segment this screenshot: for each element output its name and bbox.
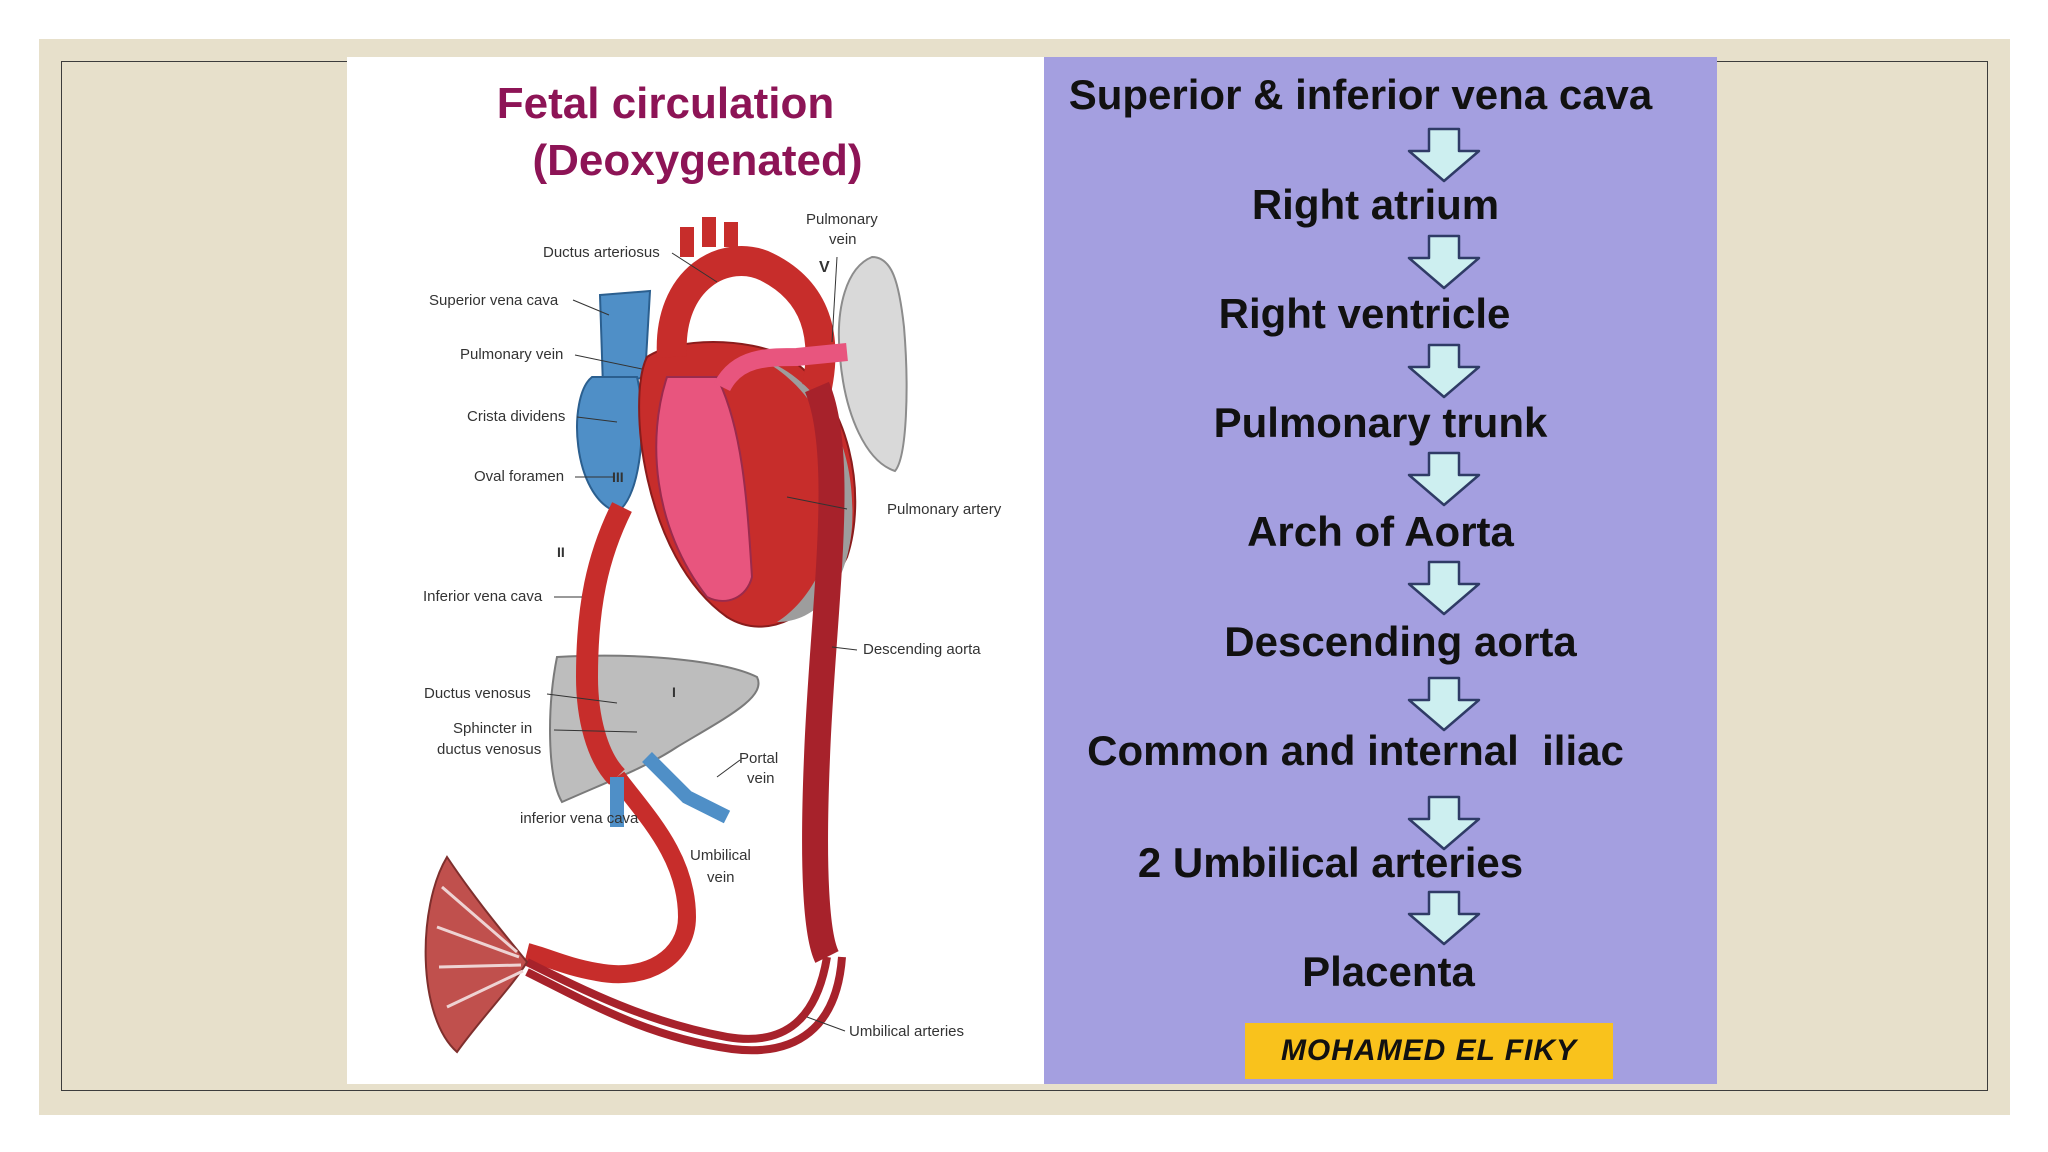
- pulmonary-trunk-vessel: [713, 343, 848, 392]
- step-right-atrium: Right atrium: [1251, 181, 1500, 228]
- label-umbilical-arteries: Umbilical arteries: [849, 1023, 964, 1040]
- label-superior-vena-cava: Superior vena cava: [429, 292, 559, 309]
- label-pulmonary-vein-top-1: Pulmonary: [806, 211, 878, 228]
- label-ductus-arteriosus: Ductus arteriosus: [543, 244, 660, 261]
- umbilical-vein-vessel: [524, 771, 697, 984]
- down-arrow-icon: [1407, 795, 1481, 851]
- circulation-illustration: Ductus arteriosus Superior vena cava Pul…: [423, 211, 1002, 1055]
- inferior-vena-cava-vessel: [575, 502, 632, 785]
- author-signature-badge: MOHAMED EL FIKY: [1245, 1023, 1613, 1079]
- label-inferior-vena-cava-lower: inferior vena cava: [520, 810, 639, 827]
- step-arch-of-aorta: Arch of Aorta: [1247, 508, 1514, 555]
- label-pulmonary-vein-left: Pulmonary vein: [460, 346, 563, 363]
- step-common-internal-iliac: Common and internal iliac: [1087, 727, 1624, 774]
- aortic-arch-vessel: [656, 246, 836, 390]
- label-roman-i: I: [672, 684, 676, 700]
- pathway-panel: Superior & inferior vena cava Right atri…: [1044, 57, 1717, 1084]
- down-arrow-icon: [1407, 234, 1481, 290]
- step-descending-aorta: Descending aorta: [1224, 618, 1577, 665]
- step-vena-cava: Superior & inferior vena cava: [1068, 71, 1653, 118]
- fetal-circulation-diagram: Fetal circulation (Deoxygenated): [347, 57, 1044, 1084]
- aortic-branches: [680, 217, 738, 257]
- diagram-title-line1: Fetal circulation: [496, 79, 835, 128]
- down-arrow-icon: [1407, 560, 1481, 616]
- descending-aorta-vessel: [802, 381, 845, 963]
- label-umbilical-vein-2: vein: [707, 869, 735, 886]
- down-arrow-icon: [1407, 451, 1481, 507]
- diagram-title-line2: (Deoxygenated): [532, 136, 863, 185]
- label-roman-iii: III: [612, 469, 624, 485]
- label-roman-v: V: [819, 259, 830, 276]
- lung-shape: [837, 255, 908, 473]
- right-atrium-shape: [576, 376, 643, 514]
- label-portal-vein-1: Portal: [739, 750, 778, 767]
- label-pulmonary-vein-top-2: vein: [829, 231, 857, 248]
- umbilical-arteries-vessel: [525, 956, 831, 1043]
- down-arrow-icon: [1407, 127, 1481, 183]
- step-placenta: Placenta: [1302, 948, 1475, 995]
- label-inferior-vena-cava: Inferior vena cava: [423, 588, 543, 605]
- label-oval-foramen: Oval foramen: [474, 468, 564, 485]
- label-umbilical-vein-1: Umbilical: [690, 847, 751, 864]
- label-roman-ii: II: [557, 544, 565, 560]
- step-pulmonary-trunk: Pulmonary trunk: [1213, 399, 1548, 446]
- label-descending-aorta: Descending aorta: [863, 641, 981, 658]
- label-sphincter-2: ductus venosus: [437, 741, 541, 758]
- label-ductus-venosus: Ductus venosus: [424, 685, 531, 702]
- label-crista-dividens: Crista dividens: [467, 408, 565, 425]
- down-arrow-icon: [1407, 343, 1481, 399]
- label-pulmonary-artery: Pulmonary artery: [887, 501, 1002, 518]
- down-arrow-icon: [1407, 676, 1481, 732]
- step-right-ventricle: Right ventricle: [1218, 290, 1511, 337]
- placenta-shape: [424, 855, 529, 1054]
- down-arrow-icon: [1407, 890, 1481, 946]
- label-sphincter-1: Sphincter in: [453, 720, 532, 737]
- diagram-title: Fetal circulation (Deoxygenated): [347, 75, 1044, 189]
- step-umbilical-arteries: 2 Umbilical arteries: [1137, 839, 1524, 886]
- right-ventricle-shape: [655, 376, 754, 602]
- label-portal-vein-2: vein: [747, 770, 775, 787]
- portal-vein-vessel: [642, 752, 731, 824]
